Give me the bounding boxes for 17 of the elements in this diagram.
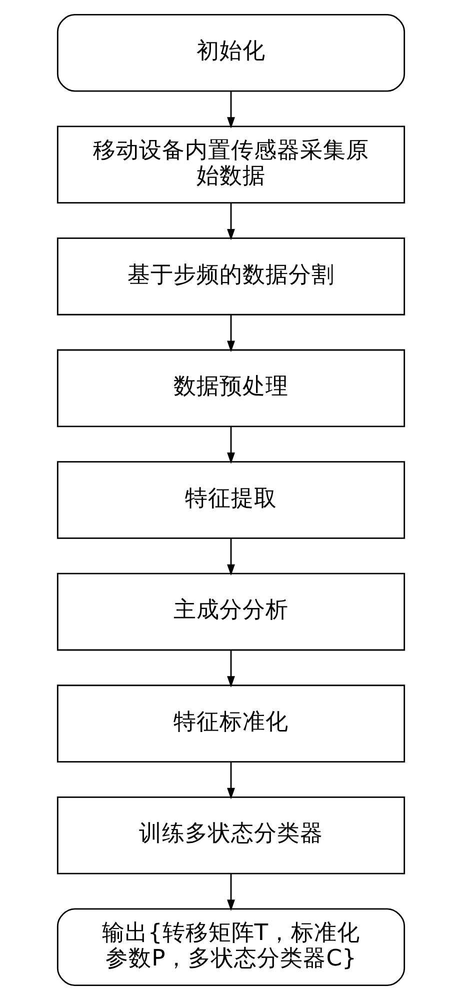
arrow (226, 762, 234, 800)
node-box: 输出{转移矩阵T，标准化参数P，多状态分类器C} (56, 908, 405, 986)
node-box: 特征标准化 (56, 684, 405, 762)
node-box: 初始化 (56, 14, 405, 92)
arrow (226, 426, 234, 464)
arrow (226, 314, 234, 352)
arrow (226, 91, 234, 129)
node-box: 特征提取 (56, 461, 405, 539)
arrow (226, 202, 234, 240)
arrow (226, 874, 234, 912)
node-box: 训练多状态分类器 (56, 796, 405, 874)
node-box: 基于步频的数据分割 (56, 238, 405, 316)
node-box: 数据预处理 (56, 349, 405, 428)
arrow (226, 650, 234, 688)
node-box: 移动设备内置传感器采集原始数据 (56, 126, 405, 204)
node-box: 主成分分析 (56, 572, 405, 651)
arrow (226, 538, 234, 576)
